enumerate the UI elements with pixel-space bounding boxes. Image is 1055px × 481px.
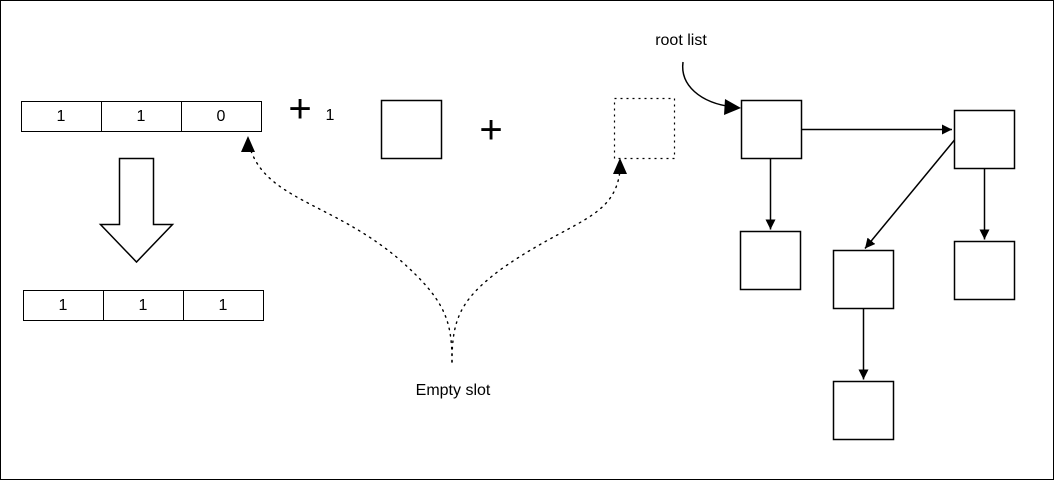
- increment-value: 1: [326, 107, 335, 124]
- tree-node-child-b2: [953, 240, 1016, 301]
- edge-b-child1: [864, 139, 956, 249]
- bit-cell-box: [21, 101, 262, 132]
- plus-sign-increment: +: [288, 87, 311, 131]
- root-list-pointer: [682, 61, 734, 108]
- bit-cell-bottom-2: 1: [219, 297, 228, 314]
- arrowhead-icon: [724, 99, 741, 115]
- arrowhead-icon: [613, 158, 627, 174]
- single-node: [380, 99, 443, 160]
- tree-node-child-b1: [832, 249, 895, 310]
- bit-cell-top-0: 1: [57, 108, 66, 125]
- bit-cell-bottom-0: 1: [59, 297, 68, 314]
- arrowhead-icon: [241, 136, 255, 152]
- bit-cell-box: [23, 290, 264, 321]
- bit-cell-top-1: 1: [137, 108, 146, 125]
- empty-slot-pointer-left: [247, 139, 453, 363]
- bit-cell-top-2: 0: [217, 108, 226, 125]
- plus-sign-merge: +: [479, 108, 502, 152]
- bit-array-bottom: 1 1 1: [23, 290, 264, 321]
- root-list-label: root list: [655, 32, 707, 49]
- tree-node-child-a: [739, 230, 802, 291]
- tree-node-root-b: [953, 109, 1016, 170]
- empty-slot-box: [613, 97, 676, 160]
- tree-node-root-a: [740, 99, 803, 160]
- bit-array-top: 1 1 0: [21, 101, 262, 132]
- tree-node-grandchild: [832, 380, 895, 441]
- down-arrow-icon: [98, 157, 175, 264]
- empty-slot-label: Empty slot: [416, 382, 491, 399]
- empty-slot-pointer-right: [451, 169, 621, 363]
- bit-cell-bottom-1: 1: [139, 297, 148, 314]
